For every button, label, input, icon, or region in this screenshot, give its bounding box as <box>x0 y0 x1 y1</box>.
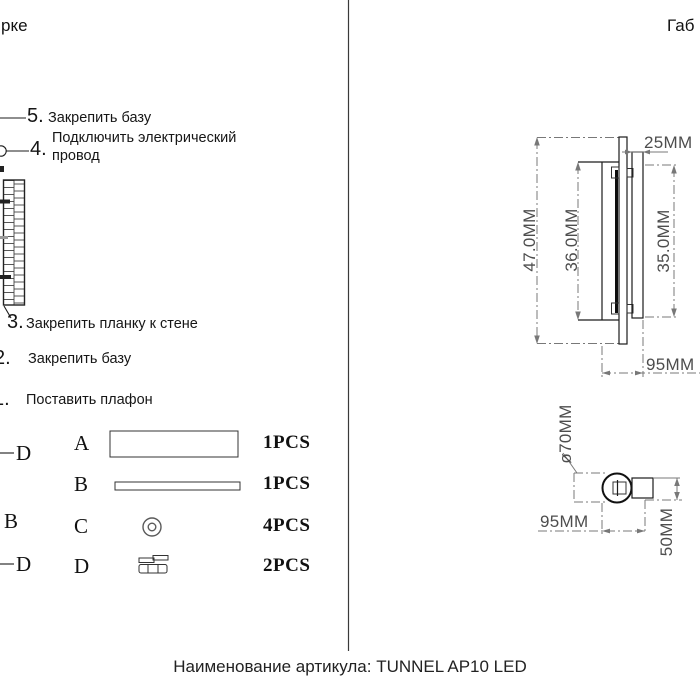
dim-diameter-70mm: ø70MM <box>556 404 575 464</box>
step-2-number: 2. <box>0 347 11 369</box>
dim-95mm-section: 95MM <box>540 512 589 531</box>
step-1-label: Поставить плафон <box>26 392 153 408</box>
part-c-qty: 4PCS <box>263 515 311 536</box>
article-name: Наименование артикула: TUNNEL AP10 LED <box>173 657 527 676</box>
step-5-label: Закрепить базу <box>48 110 152 126</box>
dim-36mm: 36.0MM <box>562 208 581 272</box>
callout-d-top: D <box>16 441 32 465</box>
step-1-number: 1. <box>0 388 10 410</box>
right-header-cropped: Габ <box>667 16 695 35</box>
part-a-qty: 1PCS <box>263 432 311 453</box>
step-5-number: 5. <box>27 105 44 127</box>
part-c-shape <box>142 517 162 537</box>
step-4-label: Подключить электрический провод <box>52 130 237 164</box>
part-d-shape <box>138 555 169 574</box>
part-b-qty: 1PCS <box>263 473 311 494</box>
part-b-letter: B <box>74 472 89 496</box>
callout-d-bottom: D <box>16 552 32 576</box>
dim-47mm: 47.0MM <box>520 208 539 272</box>
part-a-letter: A <box>74 431 90 455</box>
part-a-shape <box>109 430 239 458</box>
step-2-label: Закрепить базу <box>28 351 132 367</box>
dim-95mm-front: 95MM <box>646 355 695 374</box>
callout-b: B <box>4 509 19 533</box>
part-d-letter: D <box>74 554 90 578</box>
dim-35mm: 35.0MM <box>654 209 673 273</box>
dim-25mm: 25MM <box>644 133 693 152</box>
part-c-letter: C <box>74 514 89 538</box>
left-header-cropped: рке <box>1 16 28 35</box>
step-leaders <box>0 117 29 565</box>
wall-section <box>0 166 26 306</box>
section-view <box>538 452 682 534</box>
dim-50mm: 50MM <box>657 507 676 557</box>
step-3-number: 3. <box>7 311 24 333</box>
part-d-qty: 2PCS <box>263 555 311 576</box>
step-3-label: Закрепить планку к стене <box>26 316 198 332</box>
step-4-number: 4. <box>30 138 47 160</box>
front-view <box>534 136 700 377</box>
part-b-shape <box>114 481 241 491</box>
